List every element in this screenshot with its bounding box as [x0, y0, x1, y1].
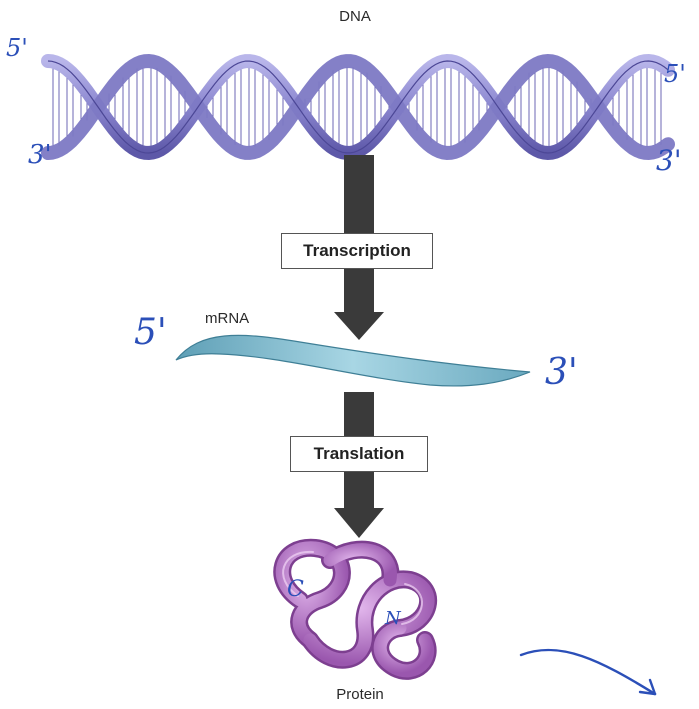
protein-coil-icon	[282, 548, 428, 671]
mrna-strand-icon	[176, 335, 530, 386]
mrna-5-prime-annotation: 5'	[134, 312, 167, 353]
mrna-label: mRNA	[205, 310, 285, 327]
protein-label: Protein	[320, 686, 400, 703]
mrna-3-prime-annotation: 3'	[545, 352, 578, 393]
dna-3-prime-right-annotation: 3'	[656, 144, 682, 177]
dna-5-prime-right-annotation: 5'	[664, 60, 686, 88]
dna-label: DNA	[325, 8, 385, 25]
dna-5-prime-left-annotation: 5'	[6, 34, 28, 62]
protein-c-terminus-annotation: C	[287, 577, 304, 602]
translation-label: Translation	[290, 436, 428, 472]
handwritten-arrow-icon	[521, 650, 655, 694]
dna-helix-icon	[48, 61, 668, 153]
dna-3-prime-left-annotation: 3'	[28, 140, 52, 170]
protein-n-terminus-annotation: N	[385, 608, 401, 629]
transcription-label: Transcription	[281, 233, 433, 269]
